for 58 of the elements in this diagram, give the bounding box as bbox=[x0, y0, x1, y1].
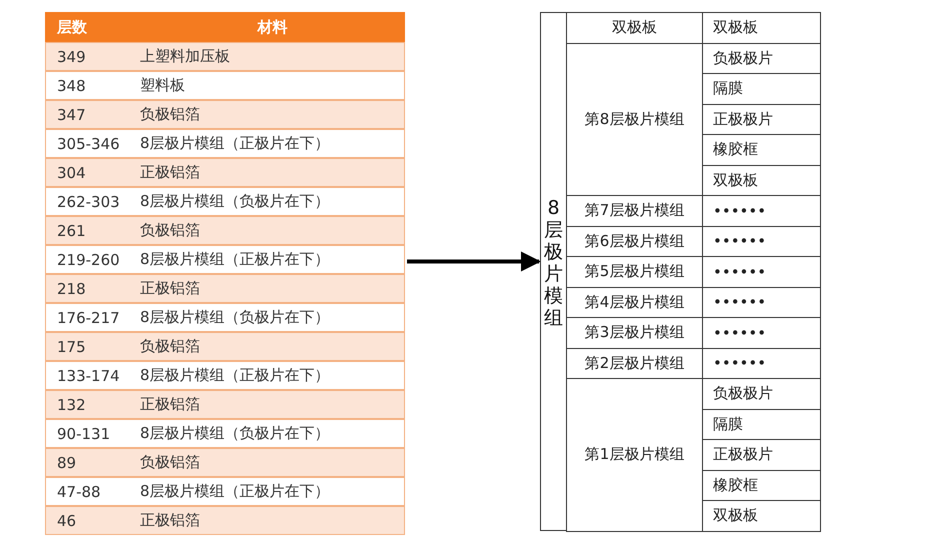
row-text: 8层极片模组（负极片在下） bbox=[140, 423, 330, 444]
row-text: 47-88 bbox=[57, 482, 101, 502]
table-row bbox=[45, 448, 405, 477]
row-text: 349 bbox=[57, 46, 86, 68]
table-row bbox=[45, 361, 405, 390]
table-cell: 双极板 bbox=[702, 500, 821, 532]
table-row bbox=[45, 274, 405, 303]
row-text: 176-217 bbox=[57, 308, 120, 328]
row-text: 8层极片模组（正极片在下） bbox=[140, 481, 330, 502]
row-text: 261 bbox=[57, 220, 86, 242]
table-row bbox=[45, 506, 405, 535]
table-row bbox=[45, 42, 405, 71]
row-text: 175 bbox=[57, 336, 86, 358]
row-text: 218 bbox=[57, 278, 86, 300]
table-row bbox=[45, 100, 405, 129]
table-row bbox=[45, 332, 405, 361]
row-text: 负极铝箔 bbox=[140, 220, 200, 241]
table-row bbox=[45, 419, 405, 448]
row-text: 305-346 bbox=[57, 134, 120, 154]
row-text: 133-174 bbox=[57, 366, 120, 386]
table-row bbox=[45, 129, 405, 158]
row-text: 90-131 bbox=[57, 424, 110, 444]
row-text: 负极铝箔 bbox=[140, 452, 200, 473]
table-row bbox=[45, 245, 405, 274]
row-text: 正极铝箔 bbox=[140, 162, 200, 183]
table-row bbox=[45, 390, 405, 419]
vertical-text: 8层极片模组 bbox=[544, 197, 564, 329]
row-text: 正极铝箔 bbox=[140, 394, 200, 415]
header-text: 层数 bbox=[57, 16, 88, 38]
row-text: 8层极片模组（负极片在下） bbox=[140, 307, 330, 328]
row-text: 8层极片模组（负极片在下） bbox=[140, 191, 330, 212]
row-text: 304 bbox=[57, 162, 86, 184]
row-text: 132 bbox=[57, 394, 86, 416]
row-text: 262-303 bbox=[57, 192, 120, 212]
table-row bbox=[45, 216, 405, 245]
row-text: 负极铝箔 bbox=[140, 336, 200, 357]
row-text: 347 bbox=[57, 104, 86, 126]
table-row bbox=[45, 158, 405, 187]
row-text: 负极铝箔 bbox=[140, 104, 200, 125]
row-text: 正极铝箔 bbox=[140, 278, 200, 299]
table-row bbox=[45, 71, 405, 100]
row-text: 89 bbox=[57, 452, 76, 474]
row-text: 219-260 bbox=[57, 250, 120, 270]
arrow bbox=[407, 252, 541, 272]
row-text: 348 bbox=[57, 76, 86, 96]
table-cell bbox=[540, 12, 567, 530]
row-text: 正极铝箔 bbox=[140, 510, 200, 531]
row-text: 8层极片模组（正极片在下） bbox=[140, 133, 330, 154]
table-row bbox=[45, 303, 405, 332]
row-text: 上塑料加压板 bbox=[140, 46, 230, 67]
row-text: 46 bbox=[57, 510, 76, 532]
header-text: 材料 bbox=[256, 16, 288, 38]
table-row bbox=[45, 477, 405, 506]
row-text: 塑料板 bbox=[140, 75, 185, 96]
table-row bbox=[45, 187, 405, 216]
table-cell: 双极板 bbox=[702, 12, 821, 44]
row-text: 8层极片模组（正极片在下） bbox=[140, 365, 330, 386]
row-text: 8层极片模组（正极片在下） bbox=[140, 249, 330, 270]
